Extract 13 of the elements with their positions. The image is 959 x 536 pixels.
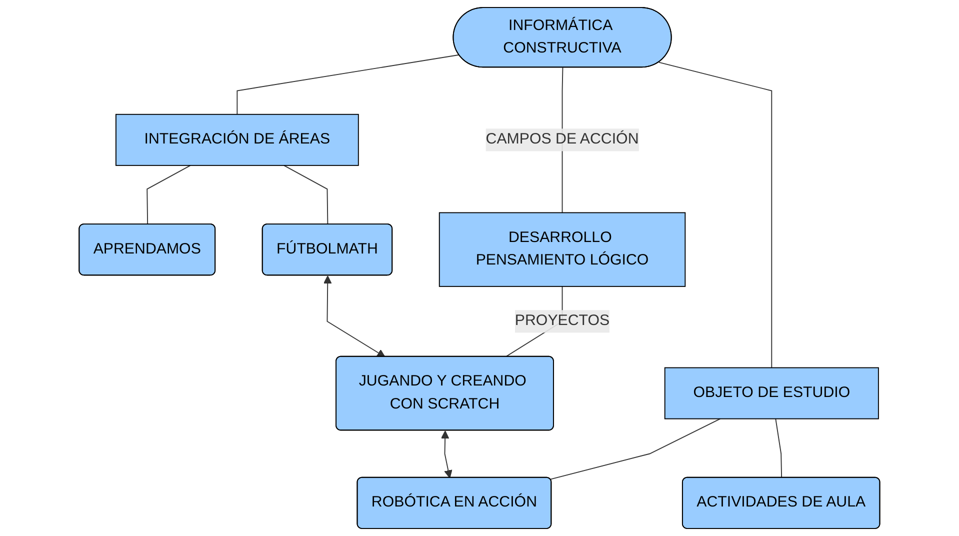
node-box: DESARROLLO PENSAMIENTO LÓGICO [438,212,686,287]
connector [146,164,191,225]
connector [658,62,772,368]
connector [775,418,782,478]
arrow [324,276,386,358]
connector [284,164,328,225]
node-box: OBJETO DE ESTUDIO [664,367,879,420]
arrow [440,430,452,478]
connector [236,54,460,115]
connector [550,418,721,480]
edge-label: PROYECTOS [514,312,610,329]
edge-label: CAMPOS DE ACCIÓN [486,131,639,148]
node-box: INTEGRACIÓN DE ÁREAS [116,114,359,166]
